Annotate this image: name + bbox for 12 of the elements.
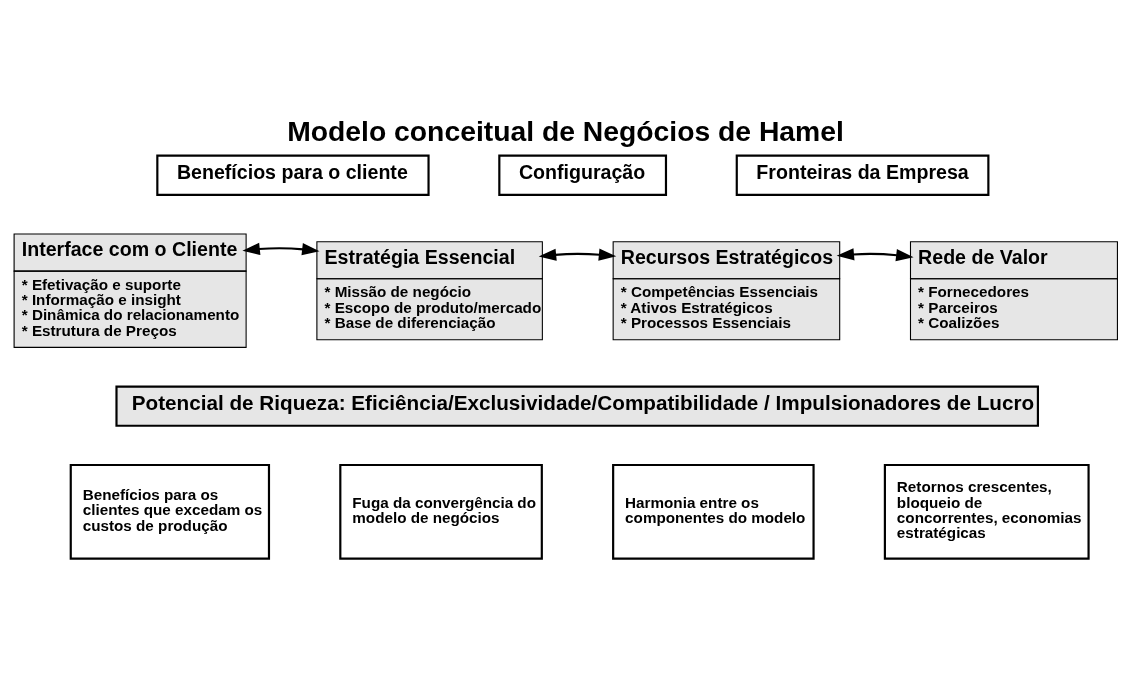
node-box: Configuração [498,154,668,196]
node-box: Potencial de Riqueza: Eficiência/Exclusividade/Compatibilidade / Impulsionadores de Lucro [115,384,1039,427]
arrow [836,247,914,261]
node-box: Harmonia entre os componentes do modelo [612,463,815,560]
arrow [242,242,320,255]
node-box: Fronteiras da Empresa [735,154,990,196]
node-box: Fuga da convergência do modelo de negócios [339,463,543,560]
arrow [538,248,617,261]
node-box: Benefícios para o cliente [156,154,430,196]
node-box: Retornos crescentes, bloqueio de concorrentes, economias estratégicas [883,463,1090,560]
node-box: Benefícios para os clientes que excedam os custos de produção [69,463,271,560]
diagram-title: Modelo conceitual de Negócios de Hamel [287,114,844,147]
